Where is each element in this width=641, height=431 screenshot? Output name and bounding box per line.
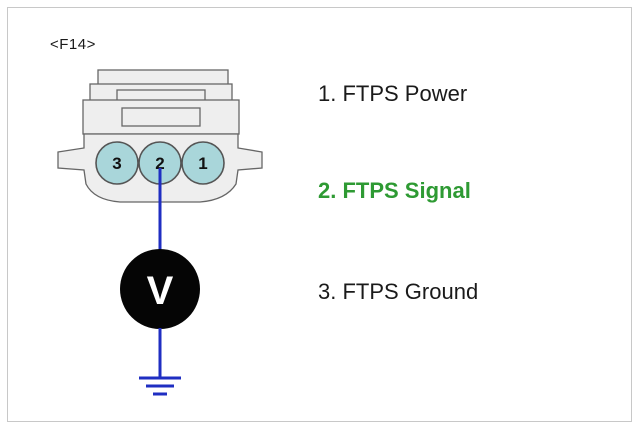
ground-icon (139, 376, 181, 396)
pin-1: 1 (181, 141, 225, 185)
connector-id-label: <F14> (50, 36, 96, 53)
housing-upper-step (89, 83, 233, 103)
pin-label-power: 1. FTPS Power (318, 81, 468, 106)
pin-label-ground: 3. FTPS Ground (318, 279, 479, 304)
voltmeter-body (120, 249, 200, 329)
pin-2-number: 2 (155, 154, 164, 173)
housing-inner-slot (121, 107, 201, 127)
voltmeter-symbol: V (147, 269, 174, 313)
pin-2: 2 (138, 141, 182, 185)
pin-3: 3 (95, 141, 139, 185)
voltmeter: V (120, 249, 200, 329)
connector-pins: 3 2 1 (95, 141, 225, 185)
housing-body-upper (82, 99, 240, 135)
pin-1-number: 1 (198, 154, 207, 173)
pin-label-signal: 2. FTPS Signal (318, 178, 471, 203)
pin-3-number: 3 (112, 154, 121, 173)
